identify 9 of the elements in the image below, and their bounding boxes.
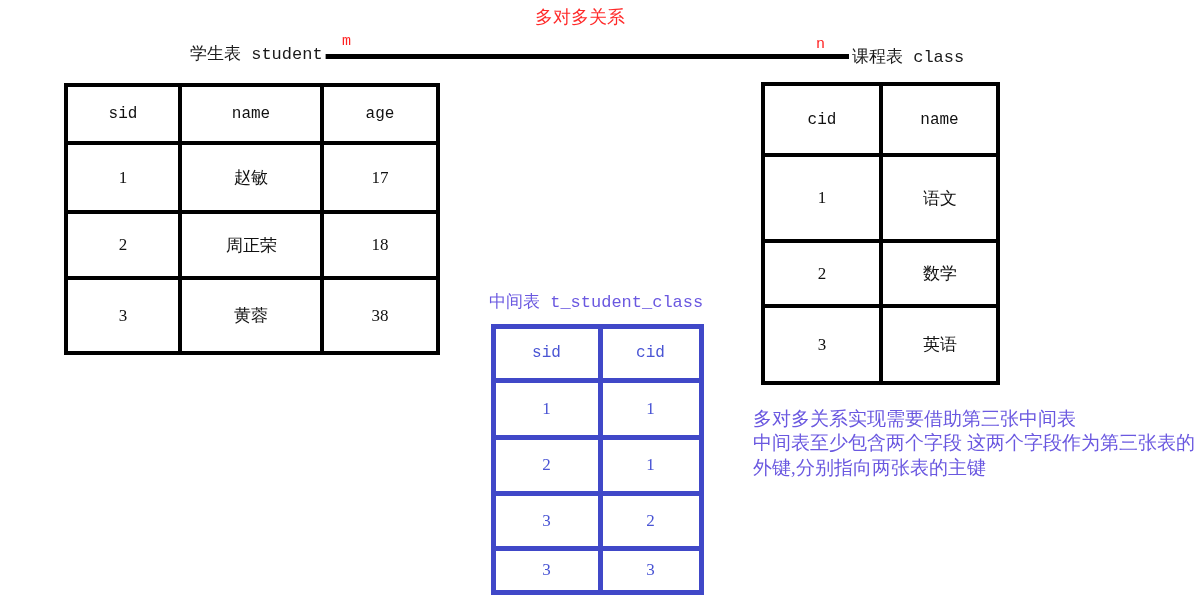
cardinality-label: m xyxy=(342,33,351,51)
cardinality-label: n xyxy=(816,36,825,54)
diagram-title: 多对多关系 xyxy=(535,6,625,29)
table-title: 中间表 t_student_class xyxy=(489,292,704,314)
table-title: 学生表 student xyxy=(187,44,326,66)
note-text: 多对多关系实现需要借助第三张中间表 xyxy=(753,408,1076,431)
note-text: 中间表至少包含两个字段 这两个字段作为第三张表的外键,分别指向两张表的主键 xyxy=(753,432,1196,480)
table-title: 课程表 class xyxy=(849,47,968,69)
relationship-line xyxy=(325,54,849,59)
